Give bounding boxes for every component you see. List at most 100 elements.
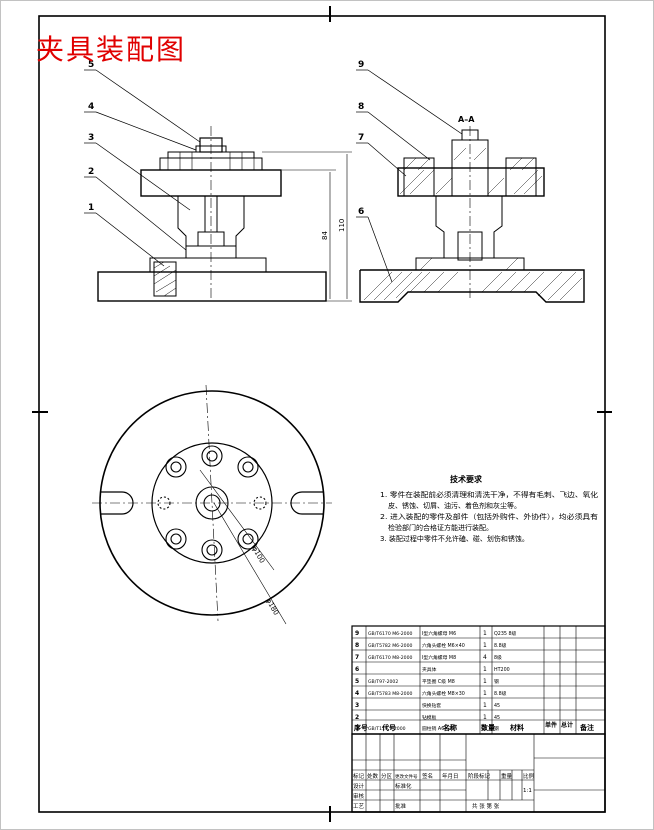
centering-marks bbox=[32, 6, 612, 822]
tech-req-line-5: 3. 装配过程中零件不允许磕、碰、划伤和锈蚀。 bbox=[380, 534, 529, 543]
tb-change-doc: 更改文件号 bbox=[395, 773, 418, 780]
section-hatching bbox=[363, 147, 583, 301]
top-view bbox=[92, 384, 332, 625]
bom-row-4-no: 4 bbox=[355, 690, 359, 697]
callout-5: 5 bbox=[88, 60, 94, 70]
callout-7: 7 bbox=[358, 133, 364, 143]
bom-header-qty: 数量 bbox=[481, 723, 495, 732]
bom-row-6-name: 夹具体 bbox=[422, 666, 437, 673]
front-view bbox=[97, 126, 327, 302]
bom-row-7-qty: 4 bbox=[483, 654, 487, 661]
bom-row-4-name: 六角头螺栓 M8×30 bbox=[422, 690, 465, 697]
bom-row-1-material: 钢 bbox=[494, 725, 499, 732]
tb-sign: 签名 bbox=[422, 772, 433, 780]
bom-table bbox=[351, 625, 606, 735]
bom-row-5-no: 5 bbox=[355, 678, 359, 685]
bom-row-8-code: GB/T5782 M6-2000 bbox=[368, 643, 413, 649]
bom-header: 序号 代号 名称 数量 材料 单件 总计 备注 bbox=[353, 721, 594, 732]
front-leaders bbox=[84, 69, 201, 267]
bom-row-7-no: 7 bbox=[355, 654, 359, 661]
bom-row-4-qty: 1 bbox=[483, 690, 487, 697]
height-dimensions bbox=[262, 151, 352, 302]
bom-row-2-qty: 1 bbox=[483, 714, 487, 721]
callout-4: 4 bbox=[88, 102, 94, 112]
bom-header-note: 备注 bbox=[579, 723, 594, 732]
callout-2: 2 bbox=[88, 167, 94, 177]
tb-weight: 重量 bbox=[501, 772, 513, 780]
bom-row-3-no: 3 bbox=[355, 702, 359, 709]
bom-row-5-name: 平垫圈 C级 M8 bbox=[422, 678, 455, 685]
bom-row-3-name: 快换钻套 bbox=[422, 702, 441, 709]
tb-design: 设计 bbox=[353, 782, 365, 790]
bom-row-9-code: GB/T6170 M6-2000 bbox=[368, 631, 413, 637]
tech-requirements: 技术要求 1. 零件在装配前必须清理和清洗干净，不得有毛刺、飞边、氧化 皮、锈蚀… bbox=[380, 474, 598, 543]
bom-header-unit: 单件 bbox=[545, 721, 557, 729]
callout-8: 8 bbox=[358, 102, 364, 112]
bom-row-5-material: 钢 bbox=[494, 678, 499, 685]
tb-date: 年月日 bbox=[442, 772, 459, 780]
dim-110: 110 bbox=[338, 219, 346, 232]
bom-row-8-no: 8 bbox=[355, 642, 359, 649]
bom-header-code: 代号 bbox=[381, 723, 396, 732]
bom-row-9-material: Q235 8级 bbox=[494, 630, 517, 637]
bom-row-7-code: GB/T6170 M8-2000 bbox=[368, 655, 413, 661]
bom-row-2-no: 2 bbox=[355, 714, 359, 721]
bom-row-6-material: HT200 bbox=[494, 667, 510, 673]
tb-audit: 审核 bbox=[353, 792, 365, 800]
bom-header-material: 材料 bbox=[509, 723, 524, 732]
drawing-title: 夹具装配图 bbox=[36, 33, 187, 66]
bom-header-name: 名称 bbox=[443, 723, 457, 732]
tech-req-line-3: 2. 进入装配的零件及部件（包括外购件、外协件），均必须具有 bbox=[380, 512, 598, 521]
bom-row-7-material: 8级 bbox=[494, 654, 502, 661]
section-view bbox=[359, 126, 585, 303]
bom-row-8-material: 8.8级 bbox=[494, 642, 507, 649]
callout-1: 1 bbox=[88, 203, 94, 213]
bom-row-1-code: GB/T119.1-2000 bbox=[368, 726, 406, 732]
drawing-frame bbox=[38, 15, 606, 813]
bom-row-5-code: GB/T97-2002 bbox=[368, 679, 398, 685]
tb-process: 工艺 bbox=[353, 803, 365, 810]
bom-row-4-material: 8.8级 bbox=[494, 690, 507, 697]
tb-scale-label: 比例 bbox=[523, 772, 535, 780]
tech-req-line-2: 皮、锈蚀、切屑、油污、着色剂和灰尘等。 bbox=[388, 501, 521, 510]
bom-row-1-no: 1 bbox=[355, 725, 359, 732]
tb-approve: 批准 bbox=[395, 802, 407, 810]
bom-row-4-code: GB/T5783 M8-2000 bbox=[368, 691, 413, 697]
callout-6: 6 bbox=[358, 207, 364, 217]
section-label: A–A bbox=[458, 115, 475, 124]
bom-row-2-name: 钻模板 bbox=[422, 714, 437, 721]
bom-row-5-qty: 1 bbox=[483, 678, 487, 685]
bom-row-9-name: I型六角螺母 M6 bbox=[422, 630, 456, 637]
section-leaders bbox=[356, 69, 463, 283]
callout-9: 9 bbox=[358, 60, 364, 70]
tech-req-line-4: 检验部门的合格证方能进行装配。 bbox=[388, 523, 493, 532]
tb-stage: 阶段标记 bbox=[468, 772, 491, 780]
tech-req-line-1: 1. 零件在装配前必须清理和清洗干净，不得有毛刺、飞边、氧化 bbox=[380, 490, 598, 499]
bom-header-no: 序号 bbox=[353, 723, 368, 732]
title-block-text: 标记 处数 分区 更改文件号 签名 年月日 设计 标准化 审核 工艺 批准 阶段… bbox=[353, 772, 535, 810]
bom-row-3-qty: 1 bbox=[483, 702, 487, 709]
callout-3: 3 bbox=[88, 133, 94, 143]
bom-row-8-qty: 1 bbox=[483, 642, 487, 649]
bom-row-2-material: 45 bbox=[494, 715, 500, 721]
tb-zone: 分区 bbox=[381, 772, 393, 780]
bom-row-7-name: I型六角螺母 M8 bbox=[422, 654, 456, 661]
section-callouts: 9 8 7 6 bbox=[358, 60, 364, 217]
bom-row-1-name: 圆柱销 A6×20 bbox=[422, 725, 454, 732]
tech-req-title: 技术要求 bbox=[450, 474, 483, 484]
bom-row-9-qty: 1 bbox=[483, 630, 487, 637]
bom-header-total: 总计 bbox=[561, 721, 573, 729]
tb-scale: 1:1 bbox=[523, 788, 532, 794]
tb-std: 标准化 bbox=[395, 782, 412, 790]
dim-84: 84 bbox=[321, 231, 329, 240]
bom-row-6-qty: 1 bbox=[483, 666, 487, 673]
title-block bbox=[351, 733, 606, 813]
tb-count: 处数 bbox=[367, 772, 379, 780]
bom-row-9-no: 9 bbox=[355, 630, 359, 637]
tb-mark: 标记 bbox=[353, 772, 365, 780]
bom-row-3-material: 45 bbox=[494, 703, 500, 709]
tb-sheet-info: 共 张 第 张 bbox=[472, 802, 500, 810]
